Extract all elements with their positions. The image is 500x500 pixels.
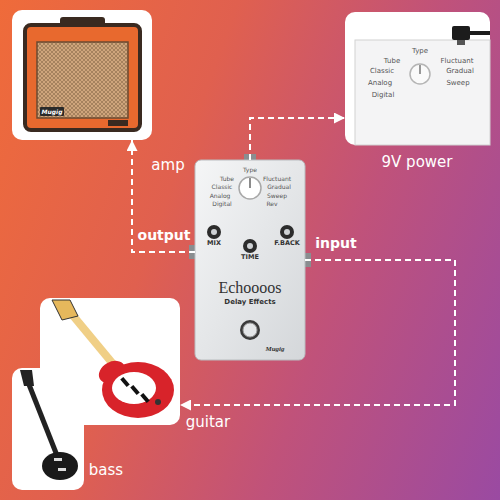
pedal-picture-part xyxy=(239,177,261,199)
knob-label: Classic xyxy=(370,68,394,76)
knob-label: Gradual xyxy=(267,184,291,191)
knob-label: Classic xyxy=(212,184,233,191)
pedal-picture-part xyxy=(280,225,294,239)
knob-label: Digital xyxy=(372,92,395,100)
bass-picture-part xyxy=(42,452,78,480)
amp-picture xyxy=(12,10,152,140)
brand-logo: Mugig xyxy=(42,109,63,116)
device-label: guitar xyxy=(186,414,230,431)
guitar-picture-part xyxy=(102,362,174,418)
dashed-connector xyxy=(132,140,195,252)
pedal-picture-part xyxy=(249,178,251,188)
pedal-picture-part xyxy=(211,229,217,235)
knob-label: Rev xyxy=(266,201,277,208)
bass-picture-part xyxy=(20,370,34,386)
bass-picture-part xyxy=(28,382,58,458)
guitar-box: guitar xyxy=(40,298,180,425)
device-label: bass xyxy=(89,462,123,479)
power-picture-part xyxy=(452,26,470,40)
power-box: 9V powerTypeTubeFluctuantClassicGradualA… xyxy=(345,12,490,145)
power-picture-part xyxy=(457,40,465,45)
knob-label: Type xyxy=(243,167,257,174)
power-picture-part xyxy=(355,40,490,145)
power-picture xyxy=(345,12,490,145)
control-label: TIME xyxy=(241,254,259,261)
amp-picture-part xyxy=(37,42,128,118)
amp-picture-part xyxy=(40,107,64,116)
power-picture-part xyxy=(419,65,421,74)
knob-label: Type xyxy=(412,48,428,56)
knob-label: Analog xyxy=(210,193,231,200)
pedal-box: TypeTubeClassicAnalogDigital FluctuantGra… xyxy=(195,160,305,360)
control-label: F.BACK xyxy=(274,240,300,247)
pedal-picture-part xyxy=(207,225,221,239)
power-picture-part xyxy=(345,12,490,145)
pedal-picture-part xyxy=(195,160,305,360)
guitar-picture-part xyxy=(140,393,149,403)
knob-label: Tube xyxy=(384,58,400,66)
bass-picture-part xyxy=(54,458,62,461)
knob-label: Sweep xyxy=(267,193,287,200)
bass-picture-part xyxy=(58,468,66,471)
bass-picture-part xyxy=(12,368,84,490)
knob-label: Fluctuant xyxy=(441,58,474,66)
port-label: output xyxy=(138,228,191,243)
guitar-picture-part xyxy=(130,385,139,395)
pedal-picture-part xyxy=(247,243,253,249)
knob-label: Tube xyxy=(220,176,234,183)
dashed-connector xyxy=(250,118,345,160)
power-picture-part xyxy=(410,64,430,84)
power-picture-part xyxy=(470,31,490,35)
pedal-picture-part xyxy=(243,239,257,253)
amp-picture-part xyxy=(25,25,140,130)
knob-label: Analog xyxy=(368,80,392,88)
pedal-picture xyxy=(189,154,311,360)
pedal-picture-part xyxy=(284,229,290,235)
bass-box: bass xyxy=(12,368,84,490)
knob-label: Sweep xyxy=(446,80,469,88)
knob-label: Digital xyxy=(212,201,231,208)
product-name: Echoooos xyxy=(218,279,281,297)
guitar-picture-part xyxy=(52,300,78,320)
product-subtitle: Delay Effects xyxy=(224,299,275,307)
pedal-picture-part xyxy=(243,323,257,337)
guitar-picture-part xyxy=(120,377,129,387)
amp-picture-part xyxy=(108,120,128,126)
dashed-connector xyxy=(180,260,455,405)
guitar-picture-part xyxy=(112,372,156,404)
brand-logo: Mugig xyxy=(265,346,284,354)
bass-picture xyxy=(12,368,84,490)
amp-box: ampMugig xyxy=(12,10,152,140)
pedal-picture-part xyxy=(240,320,260,340)
guitar-picture-part xyxy=(155,399,161,405)
knob-label: Gradual xyxy=(446,68,474,76)
knob-label: Fluctuant xyxy=(263,176,291,183)
amp-picture-part xyxy=(12,10,152,140)
port-label: input xyxy=(315,236,356,251)
device-label: 9V power xyxy=(382,154,453,171)
control-label: MIX xyxy=(207,240,221,247)
device-label: amp xyxy=(151,157,184,174)
